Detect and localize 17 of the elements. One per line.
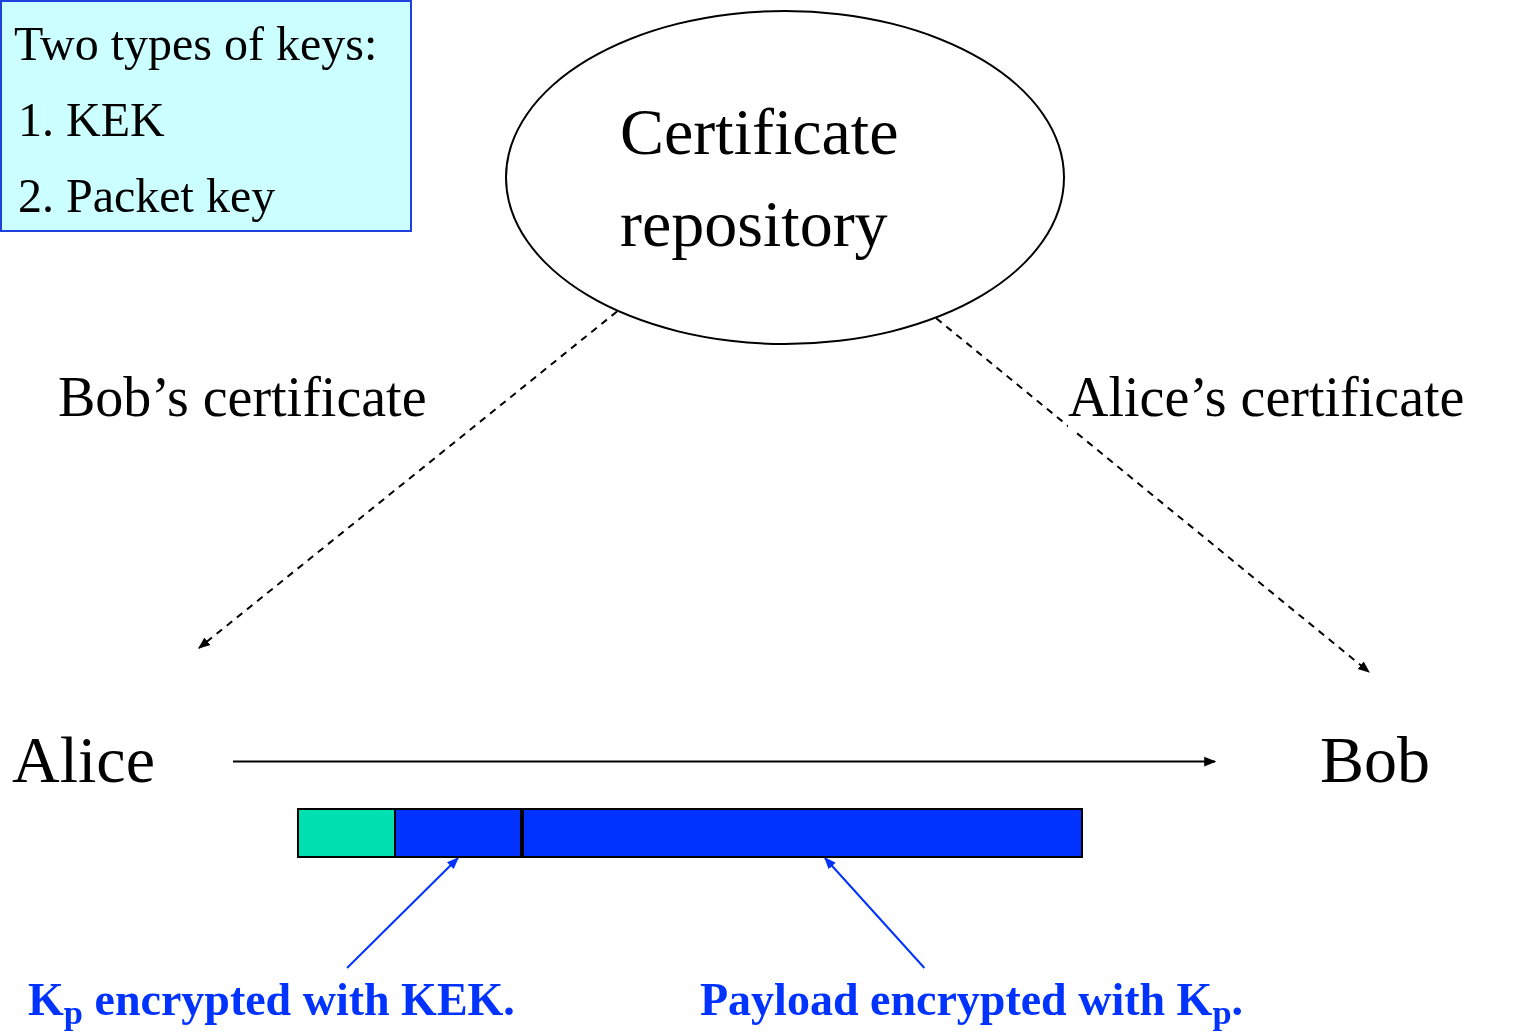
list-item: 1. KEK bbox=[17, 92, 166, 148]
arrow bbox=[935, 317, 1370, 673]
note-box bbox=[0, 0, 412, 232]
packet-bar bbox=[297, 808, 1083, 858]
arrow bbox=[198, 310, 618, 649]
arrow bbox=[823, 857, 926, 969]
list-item: 2. Packet key bbox=[17, 168, 277, 224]
annotation-text: Payload encrypted with K$_{p}$. bbox=[700, 968, 1360, 1032]
arrow bbox=[346, 857, 459, 969]
party-label: Bob bbox=[1320, 720, 1460, 800]
annotation-text: K$_{p}$ encrypted with KEK. bbox=[28, 968, 608, 1032]
arrow bbox=[232, 756, 1217, 767]
packet-segment bbox=[522, 808, 1083, 858]
packet-segment bbox=[394, 808, 522, 858]
node-label: Certificate repository bbox=[620, 93, 900, 262]
party-label: Alice bbox=[12, 720, 182, 800]
note-heading: Two types of keys: bbox=[14, 16, 379, 72]
